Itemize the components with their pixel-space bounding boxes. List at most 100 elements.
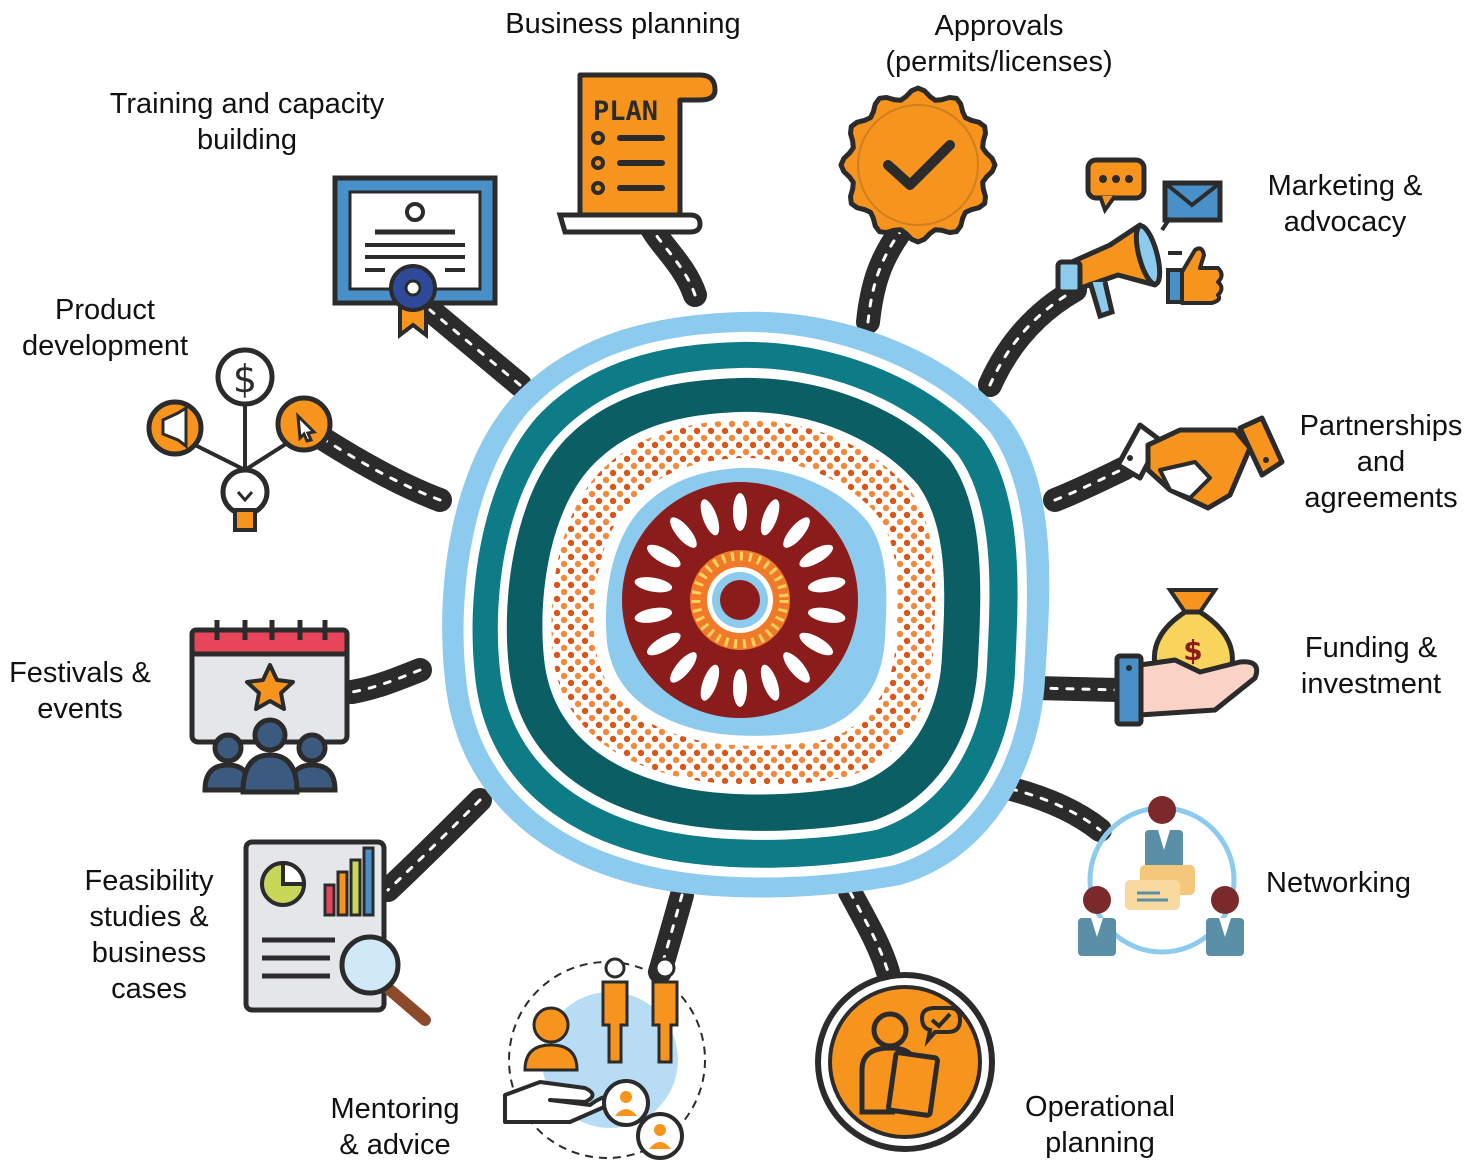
label-feasibility: Feasibility studies & business cases bbox=[64, 863, 234, 1007]
dollar-sign: $ bbox=[233, 357, 257, 401]
label-partnerships: Partnerships and agreements bbox=[1284, 408, 1478, 516]
label-line: Business planning bbox=[505, 8, 741, 40]
megaphone-icon bbox=[1055, 216, 1182, 320]
label-line: studies & bbox=[89, 901, 209, 933]
festival-calendar-icon bbox=[189, 620, 350, 795]
label-marketing: Marketing & advocacy bbox=[1238, 168, 1452, 240]
person-right bbox=[1206, 886, 1244, 956]
label-line: agreements bbox=[1304, 482, 1458, 514]
plan-scroll-icon: PLAN bbox=[556, 72, 718, 235]
pie-chart-icon bbox=[260, 860, 307, 907]
connector-product bbox=[313, 428, 452, 512]
label-networking: Networking bbox=[1266, 865, 1456, 901]
label-line: Networking bbox=[1266, 867, 1412, 899]
label-line: events bbox=[37, 693, 123, 725]
white-dashes bbox=[634, 493, 846, 707]
dash-mark bbox=[733, 669, 747, 707]
label-line: & advice bbox=[339, 1129, 451, 1161]
dash-mark bbox=[634, 607, 673, 623]
chat-bubble-icon bbox=[1085, 157, 1147, 215]
label-line: Funding & bbox=[1304, 632, 1438, 664]
thumbs-up-icon bbox=[1166, 246, 1224, 305]
envelope-icon bbox=[1162, 180, 1223, 223]
dash-mark bbox=[760, 499, 780, 536]
product-development-icon: $ bbox=[146, 347, 333, 532]
star-icon bbox=[245, 663, 295, 711]
label-line: advocacy bbox=[1283, 206, 1407, 238]
connector-training bbox=[418, 298, 532, 397]
bar-chart-icon bbox=[323, 846, 375, 917]
connector-business bbox=[638, 213, 707, 307]
dollar-circle bbox=[215, 347, 275, 407]
connector-operational bbox=[838, 880, 900, 984]
label-operational: Operational planning bbox=[1000, 1089, 1200, 1161]
certificate-icon bbox=[332, 175, 498, 340]
core-dot bbox=[720, 580, 760, 620]
lightbulb-icon bbox=[220, 467, 270, 532]
label-line: building bbox=[197, 124, 297, 156]
user-circle-icon-1 bbox=[602, 1079, 650, 1127]
label-line: Mentoring bbox=[330, 1093, 460, 1125]
money-bag-icon: $ bbox=[1114, 588, 1260, 727]
connector-partnerships bbox=[1043, 456, 1137, 512]
label-mentoring: Mentoring & advice bbox=[305, 1091, 485, 1163]
feasibility-report-icon bbox=[243, 839, 431, 1026]
networking-icon bbox=[1078, 796, 1244, 956]
operational-planning-icon bbox=[815, 972, 995, 1152]
approval-badge-icon bbox=[838, 85, 998, 245]
label-line: cases bbox=[111, 973, 187, 1005]
person-left bbox=[1078, 886, 1116, 956]
label-line: Partnerships bbox=[1299, 410, 1463, 442]
dash-mark bbox=[783, 652, 810, 683]
label-festivals: Festivals & events bbox=[0, 655, 160, 727]
label-line: (permits/licenses) bbox=[885, 46, 1113, 78]
dash-mark bbox=[807, 577, 846, 593]
chat-icon bbox=[1125, 865, 1195, 910]
dash-mark bbox=[799, 544, 834, 568]
connector-festivals bbox=[340, 658, 432, 704]
connector-approvals bbox=[856, 220, 912, 334]
dash-mark bbox=[760, 664, 780, 701]
yellow-dot-ring bbox=[691, 551, 789, 649]
audience-icon bbox=[202, 717, 338, 795]
dash-mark bbox=[700, 499, 720, 536]
connector-feasibility bbox=[376, 788, 492, 902]
two-people-icon bbox=[601, 957, 679, 1064]
connector-funding bbox=[1023, 676, 1130, 702]
handshake-icon bbox=[1115, 415, 1285, 511]
label-product-development: Product development bbox=[0, 292, 210, 364]
dash-mark bbox=[646, 544, 681, 568]
label-line: and bbox=[1356, 446, 1406, 478]
label-business-planning: Business planning bbox=[472, 6, 774, 42]
dash-mark bbox=[670, 652, 697, 683]
label-funding: Funding & investment bbox=[1278, 630, 1464, 702]
dash-mark bbox=[670, 517, 697, 548]
plan-text: PLAN bbox=[593, 96, 658, 127]
dash-mark bbox=[646, 632, 681, 656]
magnifier-icon bbox=[339, 934, 431, 1026]
dash-mark bbox=[733, 493, 747, 531]
money-dollar: $ bbox=[1183, 634, 1202, 667]
label-line: Feasibility bbox=[84, 865, 214, 897]
dash-mark bbox=[634, 577, 673, 593]
connector-marketing bbox=[978, 278, 1087, 397]
user-circle-icon-2 bbox=[636, 1112, 684, 1160]
mentor-person bbox=[523, 1006, 579, 1072]
person-top bbox=[1145, 796, 1183, 870]
label-line: investment bbox=[1300, 668, 1442, 700]
label-line: Operational bbox=[1025, 1091, 1175, 1123]
dash-mark bbox=[799, 632, 834, 656]
label-training: Training and capacity building bbox=[60, 86, 434, 158]
label-line: planning bbox=[1045, 1127, 1155, 1159]
check-bubble-icon bbox=[919, 1006, 963, 1047]
dash-mark bbox=[700, 664, 720, 701]
label-line: Training and capacity bbox=[109, 88, 385, 120]
dash-mark bbox=[807, 607, 846, 623]
label-line: development bbox=[21, 330, 189, 362]
central-artwork bbox=[442, 311, 1050, 898]
label-approvals: Approvals (permits/licenses) bbox=[842, 8, 1156, 80]
label-line: Festivals & bbox=[9, 657, 151, 689]
dash-mark bbox=[783, 517, 810, 548]
